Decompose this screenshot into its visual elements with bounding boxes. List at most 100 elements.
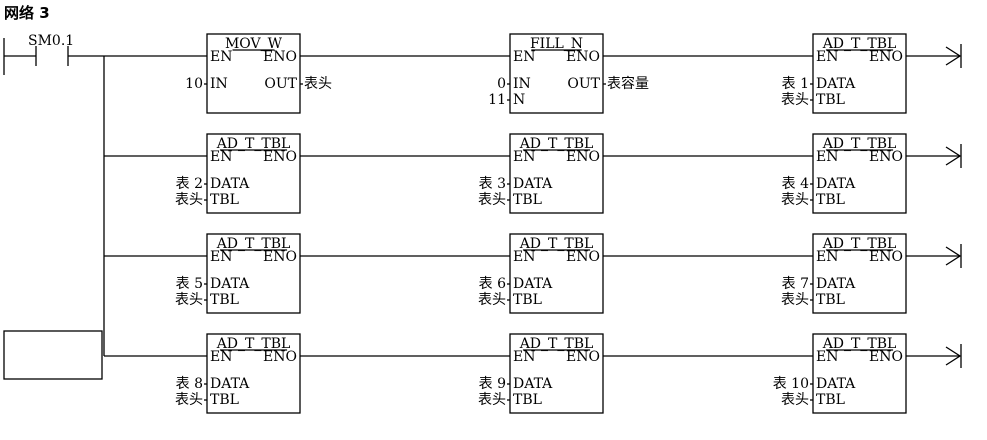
pin-en: EN xyxy=(816,349,838,365)
contact-label: SM0.1 xyxy=(28,33,74,49)
pin-label: DATA xyxy=(210,276,250,292)
operand-label: 表 8 xyxy=(176,376,203,392)
pin-en: EN xyxy=(513,349,535,365)
operand-label: 表 6 xyxy=(479,276,506,292)
pin-label: DATA xyxy=(513,176,553,192)
block-title: AD_T_TBL xyxy=(822,36,897,52)
pin-label: DATA xyxy=(210,376,250,392)
network-title: 网络 3 xyxy=(4,4,50,22)
pin-en: EN xyxy=(513,249,535,265)
pin-label: DATA xyxy=(816,76,856,92)
pin-label: DATA xyxy=(816,376,856,392)
block-box xyxy=(812,33,907,114)
pin-eno: ENO xyxy=(566,149,600,165)
arrow-head xyxy=(945,46,962,66)
block-title: AD_T_TBL xyxy=(519,136,594,152)
block-box xyxy=(812,133,907,214)
pin-eno: ENO xyxy=(566,49,600,65)
pin-label: TBL xyxy=(513,192,542,208)
block-box xyxy=(206,33,301,114)
block-box xyxy=(206,233,301,314)
block-title: AD_T_TBL xyxy=(216,336,291,352)
pin-eno: ENO xyxy=(566,249,600,265)
pin-en: EN xyxy=(210,149,232,165)
operand-label: 10 xyxy=(185,76,203,92)
block-title: MOV_W xyxy=(225,36,283,52)
block-box xyxy=(509,133,604,214)
pin-label: IN xyxy=(210,76,228,92)
pin-eno: ENO xyxy=(263,49,297,65)
pin-label: OUT xyxy=(264,76,297,92)
pin-label: TBL xyxy=(816,392,845,408)
operand-label: 11 xyxy=(488,92,506,108)
pin-en: EN xyxy=(816,149,838,165)
pin-en: EN xyxy=(210,249,232,265)
pin-eno: ENO xyxy=(263,249,297,265)
arrow-head xyxy=(945,346,962,366)
block-box xyxy=(812,333,907,414)
block-box xyxy=(509,333,604,414)
operand-label: 表头 xyxy=(175,392,203,408)
pin-label: TBL xyxy=(816,292,845,308)
comment-box[interactable] xyxy=(3,330,103,380)
operand-label: 表 7 xyxy=(782,276,809,292)
block-title: AD_T_TBL xyxy=(519,236,594,252)
operand-label: 表头 xyxy=(781,392,809,408)
pin-label: N xyxy=(513,92,525,108)
operand-label: 表头 xyxy=(781,292,809,308)
block-box xyxy=(509,33,604,114)
operand-label: 表 4 xyxy=(782,176,809,192)
operand-label: 表头 xyxy=(781,192,809,208)
operand-label: 表头 xyxy=(304,76,332,92)
pin-label: TBL xyxy=(210,392,239,408)
pin-label: TBL xyxy=(210,292,239,308)
pin-eno: ENO xyxy=(869,49,903,65)
operand-label: 0 xyxy=(497,76,506,92)
operand-label: 表容量 xyxy=(607,75,649,92)
block-box xyxy=(206,333,301,414)
operand-label: 表 3 xyxy=(479,176,506,192)
operand-label: 表头 xyxy=(478,392,506,408)
block-box xyxy=(206,133,301,214)
pin-eno: ENO xyxy=(263,349,297,365)
operand-label: 表 5 xyxy=(176,276,203,292)
block-title: AD_T_TBL xyxy=(216,136,291,152)
operand-label: 表 1 xyxy=(782,76,809,92)
block-box xyxy=(509,233,604,314)
sm0-1-contact[interactable]: SM0.1 xyxy=(3,33,104,75)
arrow-head xyxy=(945,146,962,166)
pin-label: DATA xyxy=(210,176,250,192)
block-title: AD_T_TBL xyxy=(519,336,594,352)
pin-en: EN xyxy=(513,149,535,165)
pin-en: EN xyxy=(816,49,838,65)
pin-eno: ENO xyxy=(869,349,903,365)
pin-en: EN xyxy=(513,49,535,65)
operand-label: 表 10 xyxy=(773,376,809,392)
pin-label: DATA xyxy=(816,276,856,292)
operand-label: 表头 xyxy=(175,192,203,208)
pin-label: DATA xyxy=(513,376,553,392)
pin-label: IN xyxy=(513,76,531,92)
pin-label: TBL xyxy=(816,92,845,108)
block-box xyxy=(812,233,907,314)
pin-eno: ENO xyxy=(869,249,903,265)
operand-label: 表 9 xyxy=(479,376,506,392)
block-title: AD_T_TBL xyxy=(822,236,897,252)
pin-en: EN xyxy=(210,349,232,365)
